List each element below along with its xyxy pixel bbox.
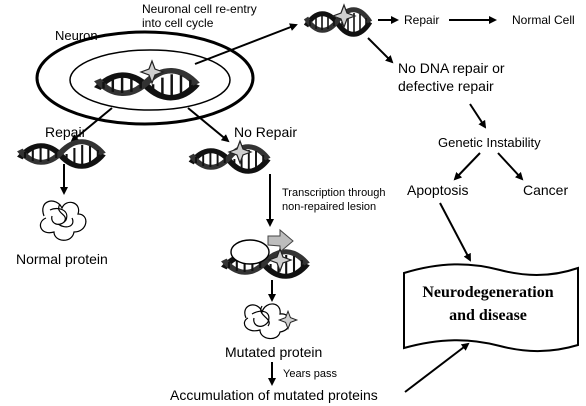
no-dna-repair-line1: No DNA repair or (398, 60, 505, 76)
arrow-to-apoptosis (453, 152, 481, 181)
unrepaired-dna-helix (191, 147, 268, 172)
neurodegeneration-banner: Neurodegeneration and disease (403, 263, 579, 353)
neurodegeneration-line1: Neurodegeneration (422, 284, 553, 301)
transcription-complex (224, 228, 307, 276)
mutated-protein-label: Mutated protein (225, 344, 322, 360)
arrow-to-cell-cycle (194, 23, 298, 65)
arrow-to-genetic-instability (469, 103, 487, 129)
normal-cell-label: Normal Cell (512, 13, 575, 27)
accumulation-label: Accumulation of mutated proteins (170, 387, 378, 403)
normal-protein-label: Normal protein (16, 251, 108, 267)
cancer-label: Cancer (523, 182, 568, 198)
neurodegeneration-line2: and disease (449, 307, 527, 324)
no-repair-label: No Repair (234, 124, 297, 140)
transcription-line1: Transcription through (282, 187, 386, 199)
arrow-apoptosis-to-neurodegeneration (439, 202, 471, 262)
genetic-instability-label: Genetic Instability (438, 135, 541, 150)
dna-lesion-star (140, 60, 164, 84)
arrow-to-cancer (497, 152, 524, 181)
arrow-to-no-repair (187, 107, 230, 143)
reentry-label-line2: into cell cycle (142, 16, 214, 30)
no-dna-repair-line2: defective repair (398, 78, 494, 94)
cycle-dna-helix (306, 10, 370, 35)
years-pass-label: Years pass (283, 368, 338, 380)
transcription-line2: non-repaired lesion (282, 201, 376, 213)
arrow-to-repair-left (70, 107, 113, 143)
neuron-cell (35, 30, 255, 126)
repaired-dna-helix (20, 142, 103, 167)
repair-left-label: Repair (45, 124, 87, 140)
neuron-label: Neuron (55, 28, 98, 43)
arrow-to-no-dna-repair (367, 37, 394, 64)
arrow-accumulation-to-neurodegeneration (404, 342, 470, 393)
apoptosis-label: Apoptosis (407, 182, 468, 198)
normal-protein-coil (39, 200, 87, 241)
repair-top-label: Repair (404, 13, 439, 27)
reentry-label-line1: Neuronal cell re-entry (142, 2, 257, 16)
